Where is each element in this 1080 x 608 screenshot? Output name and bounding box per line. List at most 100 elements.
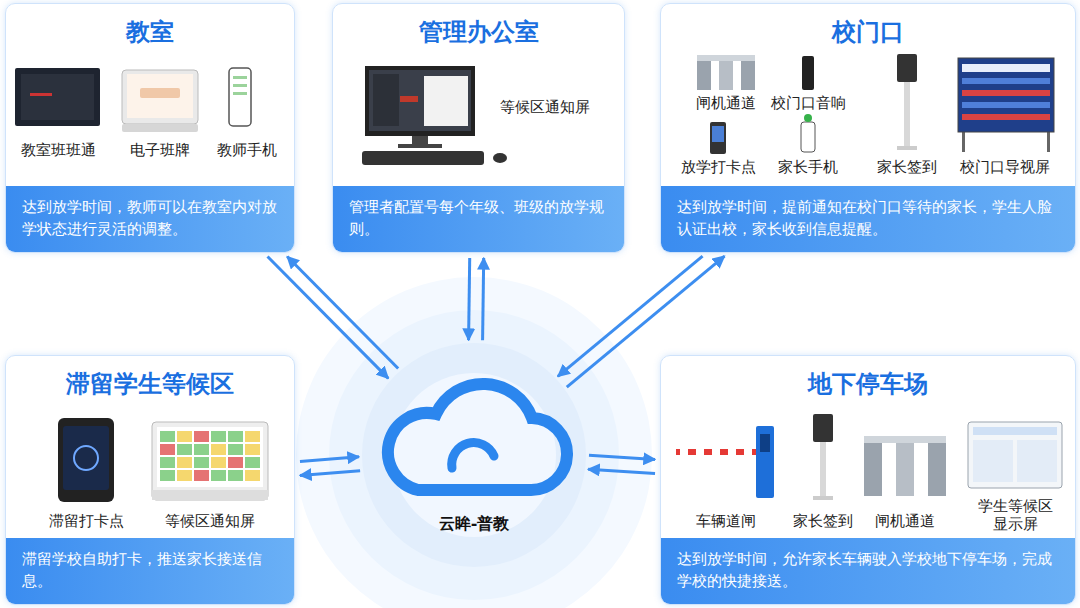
- area-title: 校门口: [661, 16, 1075, 48]
- office-computer: [400, 96, 418, 102]
- device-label: 教师手机: [217, 141, 277, 159]
- data-flow-arrow: [567, 256, 725, 387]
- class-sign: [122, 124, 198, 132]
- class-sign: [122, 70, 198, 132]
- teacher-phone: [229, 68, 251, 126]
- screen-cell: [211, 431, 226, 442]
- screen-cell: [245, 444, 260, 455]
- waiting-screen: [157, 427, 263, 487]
- data-flow-arrow: [268, 257, 389, 379]
- car-barrier: [756, 426, 774, 498]
- teacher-phone: [233, 76, 247, 79]
- device-label: 校门口导视屏: [960, 158, 1050, 176]
- screen-cell: [160, 444, 175, 455]
- area-title: 地下停车场: [661, 368, 1075, 400]
- student-screen: [1017, 440, 1057, 482]
- guide-screen: [962, 90, 1050, 96]
- stay-terminal: [63, 426, 109, 490]
- screen-cell: [228, 470, 243, 481]
- data-flow-arrow: [300, 471, 360, 476]
- stay-terminal: [58, 418, 114, 502]
- teacher-phone: [229, 68, 251, 126]
- student-screen: [968, 422, 1062, 488]
- data-flow-arrow: [483, 258, 484, 340]
- description-text: 达到放学时间，提前通知在校门口等待的家长，学生人脸认证出校，家长收到信息提醒。: [677, 197, 1059, 241]
- sign-in-kiosk: [820, 442, 826, 498]
- screen-cell: [211, 470, 226, 481]
- cloud-icon: [388, 384, 567, 490]
- screen-cell: [194, 457, 209, 468]
- class-sign: [122, 70, 198, 124]
- device-label: 家长手机: [778, 158, 838, 176]
- screen-cell: [228, 444, 243, 455]
- area-panel: 地下停车场达到放学时间，允许家长车辆驶入学校地下停车场，完成学校的快捷接送。: [660, 355, 1076, 605]
- clock-in-device: [712, 126, 724, 142]
- gate-icon: [896, 442, 914, 496]
- gate-icon: [697, 55, 755, 61]
- gate-icon: [864, 436, 946, 443]
- screen-cell: [211, 457, 226, 468]
- stay-terminal: [58, 418, 114, 502]
- description-band: 达到放学时间，提前通知在校门口等待的家长，学生人脸认证出校，家长收到信息提醒。: [661, 186, 1075, 252]
- device-label: 校门口音响: [771, 94, 846, 112]
- screen-cell: [177, 457, 192, 468]
- guide-screen: [962, 102, 1050, 108]
- hub-rings: [329, 310, 619, 600]
- description-band: 滞留学校自助打卡，推送家长接送信息。: [6, 538, 294, 604]
- area-panel: 教室达到放学时间，教师可以在教室内对放学状态进行灵活的调整。: [5, 3, 295, 253]
- sign-in-kiosk: [813, 414, 833, 442]
- device-label: 家长签到: [877, 158, 937, 176]
- description-band: 达到放学时间，教师可以在教室内对放学状态进行灵活的调整。: [6, 186, 294, 252]
- sign-in-kiosk: [813, 414, 833, 500]
- guide-screen: [962, 114, 1050, 120]
- gate-icon: [697, 55, 755, 90]
- guide-screen: [958, 58, 1054, 132]
- screen-cell: [228, 457, 243, 468]
- gate-icon: [864, 436, 946, 496]
- cloud-icon: [452, 443, 494, 468]
- device-label: 放学打卡点: [681, 158, 756, 176]
- waiting-screen: [152, 490, 268, 500]
- student-screen: [973, 440, 1013, 482]
- data-flow-arrow: [469, 258, 470, 340]
- hub-rings: [362, 343, 586, 567]
- office-computer: [369, 70, 471, 131]
- area-title: 教室: [6, 16, 294, 48]
- gate-icon: [719, 60, 733, 90]
- screen-cell: [160, 457, 175, 468]
- data-flow-arrow: [300, 457, 359, 462]
- teacher-phone: [233, 92, 247, 95]
- device-label: 车辆道闸: [696, 512, 756, 530]
- class-sign: [127, 74, 193, 118]
- device-label: 学生等候区 显示屏: [973, 497, 1057, 533]
- gate-icon: [697, 60, 711, 90]
- guide-screen: [962, 64, 1050, 72]
- parent-phone: [801, 114, 815, 152]
- screen-cell: [160, 470, 175, 481]
- sign-in-kiosk: [897, 54, 917, 150]
- teacher-phone: [233, 84, 247, 87]
- waiting-screen: [152, 422, 268, 500]
- sign-in-kiosk: [904, 82, 910, 148]
- screen-cell: [245, 470, 260, 481]
- area-panel: 滞留学生等候区滞留学校自助打卡，推送家长接送信息。: [5, 355, 295, 605]
- screen-cell: [194, 431, 209, 442]
- car-barrier: [760, 434, 770, 452]
- guide-screen: [962, 132, 965, 152]
- device-label: 教室班班通: [21, 141, 96, 159]
- office-computer: [424, 76, 468, 126]
- description-text: 达到放学时间，允许家长车辆驶入学校地下停车场，完成学校的快捷接送。: [677, 549, 1059, 593]
- cloud-icon: [388, 384, 567, 490]
- classroom-board: [15, 68, 100, 126]
- area-title: 管理办公室: [333, 16, 624, 48]
- screen-cell: [177, 431, 192, 442]
- guide-screen: [958, 58, 1054, 152]
- clock-in-device: [710, 122, 726, 154]
- device-label: 等候区通知屏: [500, 98, 590, 116]
- gate-icon: [864, 442, 882, 496]
- office-computer: [373, 74, 399, 126]
- description-text: 管理者配置号每个年级、班级的放学规则。: [349, 197, 608, 241]
- data-flow-arrow: [558, 256, 703, 376]
- parent-phone: [804, 114, 812, 122]
